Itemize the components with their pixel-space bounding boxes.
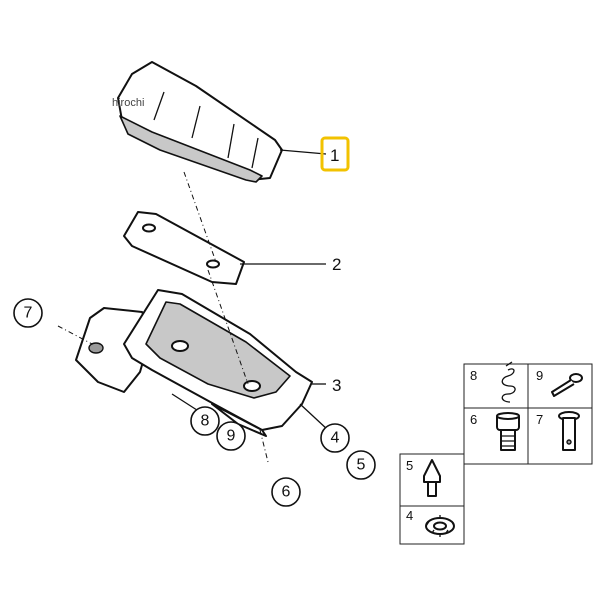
legend-label-5: 5 (406, 458, 413, 473)
callout-5-label: 5 (357, 457, 366, 474)
watermark: hirochi (112, 97, 144, 109)
callout-7[interactable]: 7 (13, 298, 43, 328)
mounting-plate[interactable] (123, 211, 245, 285)
axis-line-3 (259, 429, 269, 463)
callout-4[interactable]: 4 (320, 423, 350, 453)
leader-8 (171, 393, 201, 413)
callout-3[interactable]: 3 (332, 376, 341, 395)
callout-9[interactable]: 9 (216, 421, 246, 451)
legend-label-8: 8 (470, 368, 477, 383)
callout-4-label: 4 (331, 430, 340, 447)
leader-4 (299, 403, 329, 431)
callout-6[interactable]: 6 (271, 477, 301, 507)
rivet-pin-icon (551, 373, 583, 397)
bracket-hole-front (171, 340, 189, 352)
clevis-pin-icon (558, 411, 580, 451)
axis-line-4 (57, 325, 93, 345)
plate-hole-2 (206, 259, 220, 269)
leader-1 (279, 149, 327, 155)
screw-icon (496, 412, 520, 451)
plate-hole-1 (142, 223, 156, 233)
bracket-side-hole (88, 342, 104, 354)
legend-label-9: 9 (536, 368, 543, 383)
callout-7-label: 7 (24, 305, 33, 322)
callout-6-label: 6 (282, 484, 291, 501)
footrest-bracket[interactable] (75, 289, 313, 437)
callout-9-label: 9 (227, 428, 236, 445)
callout-8-label: 8 (201, 413, 210, 430)
tapered-pin-icon (423, 459, 441, 497)
axis-line-2 (207, 269, 249, 385)
bracket-hole-rear (243, 380, 261, 392)
legend-label-7: 7 (536, 412, 543, 427)
callout-8[interactable]: 8 (190, 406, 220, 436)
callout-5[interactable]: 5 (346, 450, 376, 480)
lock-washer-icon (425, 515, 455, 537)
legend-label-6: 6 (470, 412, 477, 427)
axis-line-1 (183, 171, 217, 263)
callout-1-label: 1 (330, 146, 339, 165)
legend-label-4: 4 (406, 508, 413, 523)
spring-icon (501, 361, 516, 403)
footrest-rubber-pad[interactable] (117, 61, 283, 183)
callout-1[interactable]: 1 (320, 136, 350, 172)
small-parts-legend: 8 9 6 7 5 4 (399, 361, 593, 545)
callout-2[interactable]: 2 (332, 255, 341, 274)
